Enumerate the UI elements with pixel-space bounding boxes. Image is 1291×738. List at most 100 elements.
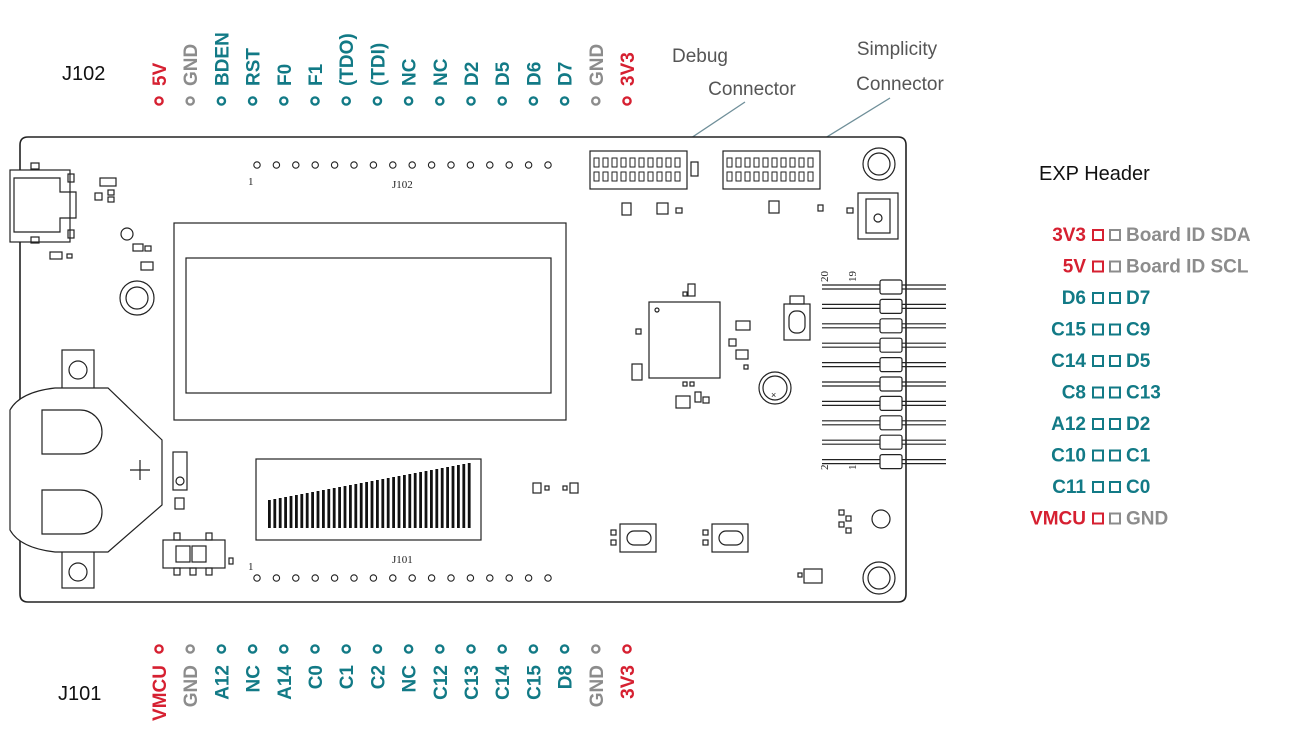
j101-board-hole xyxy=(389,574,397,582)
j102-board-holes xyxy=(253,161,552,169)
slider-bar xyxy=(268,500,271,528)
j102-board-hole xyxy=(330,161,339,169)
exp-pin-left-marker xyxy=(1092,355,1104,367)
j102-board-hole xyxy=(292,161,300,169)
slider-bar xyxy=(381,479,385,528)
j102-pin-marker xyxy=(591,96,601,106)
connector-pad xyxy=(789,171,796,182)
j102-pin-marker xyxy=(372,96,383,106)
exp-pin-left-label: C15 xyxy=(1051,320,1086,341)
j102-pin-label: D5 xyxy=(493,61,514,86)
exp-pin-left-label: D6 xyxy=(1062,288,1086,309)
slider-bar xyxy=(430,470,433,528)
j102-board-hole xyxy=(544,161,552,169)
exp-pin-right-marker xyxy=(1109,386,1121,399)
j101-pin-marker xyxy=(434,644,445,654)
j102-pin-marker xyxy=(622,96,632,106)
small-components-left xyxy=(49,177,155,316)
exp-pin-right-marker xyxy=(1109,355,1121,367)
exp-pin-left-label: C14 xyxy=(1051,351,1086,372)
j102-pin-marker xyxy=(528,96,539,106)
debug-connector-label-line2: Connector xyxy=(708,79,796,100)
connector-pad xyxy=(611,171,618,182)
silk-exp-19: 19 xyxy=(847,271,859,283)
j102-board-hole xyxy=(350,161,358,169)
mounting-hole-bottom-right xyxy=(862,561,896,595)
exp-pin-right-label: D2 xyxy=(1126,414,1150,435)
j102-board-hole xyxy=(311,161,319,169)
connector-pad xyxy=(798,171,805,182)
slider-bar xyxy=(311,492,314,528)
push-button-1-footprint xyxy=(702,523,749,553)
j102-pin-label: D2 xyxy=(462,62,483,86)
j102-pin-marker xyxy=(559,96,570,106)
j101-pin-label: NC xyxy=(400,665,421,693)
j101-title: J101 xyxy=(58,683,101,705)
j101-board-hole xyxy=(330,574,339,582)
slider-bar xyxy=(392,477,395,528)
exp-pin-right-marker xyxy=(1109,292,1121,304)
j101-pin-label: NC xyxy=(244,665,265,693)
exp-pin-right-label: GND xyxy=(1126,509,1168,530)
slider-bar xyxy=(424,471,428,528)
slider-bar xyxy=(462,464,466,528)
j101-board-hole xyxy=(292,574,300,582)
connector-pad xyxy=(735,157,742,168)
slider-bar xyxy=(451,466,455,528)
connector-pad xyxy=(735,171,742,182)
slider-bar xyxy=(365,482,368,528)
connector-pad xyxy=(726,171,733,182)
connector-pad xyxy=(807,157,814,168)
exp-pin-housing xyxy=(879,376,903,392)
j102-pin-marker xyxy=(497,96,508,106)
j102-board-hole xyxy=(524,161,533,169)
board: J102 1 J101 1 xyxy=(9,136,946,603)
j102-board-hole xyxy=(447,161,455,169)
exp-pin-left-marker xyxy=(1092,386,1104,399)
connector-pad xyxy=(753,157,760,168)
exp-pin-left-marker xyxy=(1092,260,1104,273)
j101-pin-marker xyxy=(341,644,352,654)
slider-bar xyxy=(370,481,374,528)
board-outline xyxy=(19,136,907,603)
j101-board-hole xyxy=(524,574,533,582)
j102-board-hole xyxy=(505,161,513,169)
slider-bar xyxy=(413,473,417,528)
j102-pin-label: 3V3 xyxy=(618,52,639,86)
slider-bar xyxy=(359,483,363,528)
exp-pin-housing xyxy=(879,357,903,373)
slider-bar xyxy=(349,485,352,528)
exp-pin-left-marker xyxy=(1092,449,1104,462)
exp-pin-housing xyxy=(879,298,903,314)
connector-pad xyxy=(726,157,733,168)
slider-bars xyxy=(268,463,471,528)
j101-pin-marker xyxy=(559,644,570,654)
j102-pin-marker xyxy=(185,96,195,106)
silk-pin1-bottom: 1 xyxy=(248,561,254,573)
exp-pin-left-label: A12 xyxy=(1051,414,1086,435)
svg-text:×: × xyxy=(771,390,776,400)
exp-pin-housing xyxy=(879,337,903,353)
j101-pin-label: D8 xyxy=(556,665,577,689)
slider-bar xyxy=(467,463,471,528)
connector-pad xyxy=(593,157,600,168)
j102-pin-marker xyxy=(434,96,445,106)
connector-pad xyxy=(656,171,663,182)
touch-slider xyxy=(255,458,482,541)
connector-pad xyxy=(602,157,609,168)
connector-pad xyxy=(753,171,760,182)
silk-exp-20: 20 xyxy=(819,271,831,283)
connector-pad xyxy=(798,157,805,168)
exp-pin-left-label: C8 xyxy=(1062,383,1086,404)
power-switch-footprint xyxy=(162,532,234,576)
j101-pin-label: C12 xyxy=(431,665,452,700)
j101-pin-marker xyxy=(466,644,476,654)
j101-pin-marker xyxy=(372,644,383,654)
slider-bar xyxy=(435,469,439,528)
exp-pin-left-label: VMCU xyxy=(1030,509,1086,530)
connector-pad xyxy=(762,171,769,182)
connector-pad xyxy=(674,157,681,168)
push-button-0-footprint xyxy=(610,523,657,553)
